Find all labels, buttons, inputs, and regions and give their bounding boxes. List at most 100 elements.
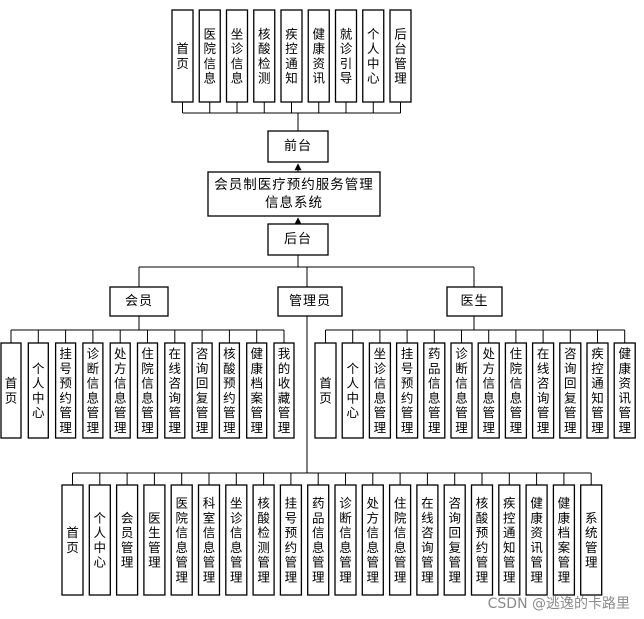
frontend-item-4: 疾控通知 [280, 9, 303, 103]
node-label: 我的收藏管理 [278, 346, 291, 435]
member-item-6: 在线咨询管理 [164, 342, 186, 439]
doctor-item-6: 处方信息管理 [477, 342, 500, 439]
backend-node: 后台 [267, 223, 329, 256]
node-label: 系统管理 [585, 510, 598, 569]
node-label: 在线咨询管理 [169, 346, 182, 435]
node-label: 疾控通知管理 [591, 346, 604, 435]
node-label: 药品信息管理 [312, 496, 325, 585]
node-label: 个人中心 [94, 510, 107, 569]
doctor-item-5: 诊断信息管理 [450, 342, 473, 439]
node-label: 医院信息 [203, 26, 216, 85]
node-label: 医生管理 [148, 510, 161, 569]
doctor-item-1: 个人中心 [341, 342, 364, 439]
node-label: 药品信息管理 [428, 346, 441, 435]
admin-item-11: 处方信息管理 [361, 484, 384, 596]
admin-item-13: 在线咨询管理 [416, 484, 439, 596]
admin-item-18: 健康档案管理 [552, 484, 576, 596]
node-label: 咨询回复管理 [448, 496, 461, 585]
role-admin: 管理员 [277, 286, 343, 317]
member-item-7: 咨询回复管理 [191, 342, 213, 439]
node-label: 处方信息管理 [482, 346, 495, 435]
member-item-8: 核酸预约管理 [218, 342, 241, 439]
member-item-5: 住院信息管理 [136, 342, 159, 439]
admin-item-19: 系统管理 [580, 484, 603, 596]
frontend-item-3: 核酸检测 [253, 9, 276, 103]
node-label: 信息系统 [265, 194, 323, 211]
admin-item-16: 疾控通知管理 [498, 484, 521, 596]
admin-item-2: 会员管理 [115, 484, 139, 596]
role-doctor: 医生 [446, 286, 503, 317]
admin-item-10: 诊断信息管理 [334, 484, 357, 596]
node-label: 后台管理 [394, 26, 407, 85]
node-label: 健康档案管理 [250, 346, 263, 435]
node-label: 坐诊信息管理 [230, 496, 243, 585]
member-item-3: 诊断信息管理 [82, 342, 104, 439]
node-label: 在线咨询管理 [421, 496, 434, 585]
node-label: 住院信息管理 [141, 346, 154, 435]
frontend-item-6: 就诊引导 [334, 9, 358, 103]
node-label: 首页 [66, 525, 79, 555]
node-label: 挂号预约管理 [59, 346, 72, 435]
doctor-item-4: 药品信息管理 [423, 342, 446, 439]
node-label: 首页 [319, 376, 332, 406]
frontend-item-2: 坐诊信息 [225, 9, 249, 103]
admin-item-14: 咨询回复管理 [443, 484, 466, 596]
node-label: 咨询回复管理 [196, 346, 209, 435]
admin-item-12: 住院信息管理 [388, 484, 412, 596]
frontend-item-8: 后台管理 [389, 9, 412, 103]
node-label: 会员管理 [121, 510, 134, 569]
node-label: 核酸检测管理 [257, 496, 270, 585]
admin-item-17: 健康资讯管理 [525, 484, 548, 596]
doctor-item-10: 疾控通知管理 [586, 342, 609, 439]
node-label: 咨询回复管理 [564, 346, 577, 435]
admin-item-7: 核酸检测管理 [252, 484, 275, 596]
role-member: 会员 [109, 286, 169, 317]
node-label: 健康档案管理 [558, 496, 571, 585]
admin-item-8: 挂号预约管理 [279, 484, 303, 596]
frontend-item-7: 个人中心 [362, 9, 385, 103]
admin-item-6: 坐诊信息管理 [225, 484, 248, 596]
node-label: 在线咨询管理 [537, 346, 550, 435]
node-label: 后台 [284, 232, 312, 247]
node-label: 核酸检测 [258, 26, 271, 85]
node-label: 管理员 [289, 294, 331, 309]
node-label: 坐诊信息管理 [374, 346, 387, 435]
node-label: 个人中心 [367, 26, 380, 85]
doctor-item-2: 坐诊信息管理 [368, 342, 392, 439]
node-label: 医院信息管理 [175, 496, 188, 585]
doctor-item-0: 首页 [314, 342, 337, 439]
node-label: 疾控通知管理 [503, 496, 516, 585]
node-label: 会员 [125, 294, 153, 309]
doctor-item-9: 咨询回复管理 [559, 342, 582, 439]
diagram-nodes: 首页医院信息坐诊信息核酸检测疾控通知健康资讯就诊引导个人中心后台管理前台会员制医… [0, 9, 636, 596]
node-label: 处方信息管理 [367, 496, 380, 585]
admin-item-3: 医生管理 [143, 484, 166, 596]
doctor-item-3: 挂号预约管理 [395, 342, 419, 439]
node-label: 诊断信息管理 [87, 346, 100, 435]
member-item-9: 健康档案管理 [246, 342, 268, 439]
node-label: 挂号预约管理 [401, 346, 414, 435]
node-label: 健康资讯管理 [530, 496, 543, 585]
node-label: 住院信息管理 [510, 346, 523, 435]
node-label: 坐诊信息 [231, 26, 244, 85]
member-item-2: 挂号预约管理 [54, 342, 77, 439]
admin-item-4: 医院信息管理 [170, 484, 193, 596]
node-label: 科室信息管理 [203, 496, 216, 585]
node-label: 挂号预约管理 [285, 496, 298, 585]
member-item-1: 个人中心 [27, 342, 49, 439]
watermark: CSDN @逃逸的卡路里 [487, 596, 630, 612]
node-label: 个人中心 [346, 361, 359, 420]
admin-item-0: 首页 [61, 484, 84, 596]
frontend-item-1: 医院信息 [198, 9, 221, 103]
node-label: 个人中心 [32, 361, 45, 420]
node-label: 诊断信息管理 [455, 346, 468, 435]
node-label: 健康资讯 [312, 26, 325, 85]
admin-item-15: 核酸预约管理 [470, 484, 494, 596]
member-item-4: 处方信息管理 [109, 342, 131, 439]
node-label: 疾控通知 [285, 26, 298, 85]
frontend-item-5: 健康资讯 [307, 9, 330, 103]
node-label: 核酸预约管理 [476, 496, 489, 585]
doctor-item-8: 在线咨询管理 [531, 342, 555, 439]
node-label: 健康资讯管理 [618, 346, 631, 435]
